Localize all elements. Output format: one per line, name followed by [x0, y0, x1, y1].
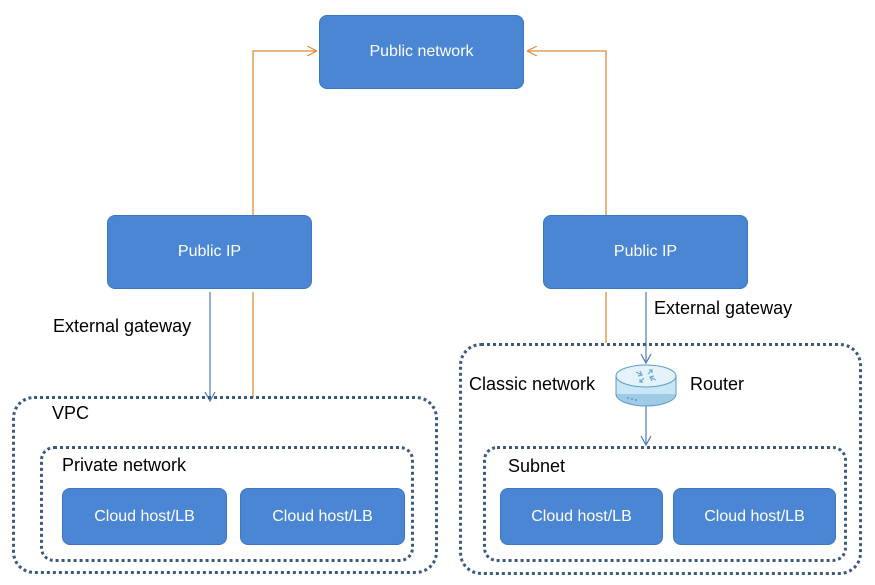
vpc-container	[12, 396, 438, 574]
vpc-label: VPC	[52, 403, 90, 423]
router-icon	[615, 364, 677, 407]
public-ip-left-node: Public IP	[107, 215, 312, 289]
router-label: Router	[690, 374, 745, 394]
cloud-host-1-label: Cloud host/LB	[94, 507, 195, 525]
private-network-label: Private network	[62, 455, 187, 475]
subnet-label: Subnet	[508, 456, 566, 476]
cloud-host-4-node: Cloud host/LB	[673, 488, 836, 545]
private-network-container	[40, 446, 414, 562]
subnet-container	[483, 446, 847, 562]
public-network-node: Public network	[319, 15, 524, 89]
cloud-host-2-node: Cloud host/LB	[240, 488, 405, 545]
cloud-host-3-label: Cloud host/LB	[531, 507, 632, 525]
public-ip-right-label: Public IP	[613, 243, 678, 260]
external-gateway-right-label: External gateway	[654, 298, 793, 318]
orange-line-left-top	[252, 51, 316, 215]
cloud-host-2-label: Cloud host/LB	[272, 507, 373, 525]
public-ip-left-label: Public IP	[177, 243, 242, 260]
orange-line-right-top	[528, 51, 607, 215]
classic-network-label: Classic network	[469, 374, 596, 394]
classic-network-container	[459, 343, 862, 575]
cloud-host-4-label: Cloud host/LB	[704, 507, 805, 525]
cloud-host-3-node: Cloud host/LB	[500, 488, 663, 545]
public-network-label: Public network	[369, 43, 474, 60]
cloud-host-1-node: Cloud host/LB	[62, 488, 227, 545]
external-gateway-left-label: External gateway	[53, 316, 192, 336]
public-ip-right-node: Public IP	[543, 215, 748, 289]
